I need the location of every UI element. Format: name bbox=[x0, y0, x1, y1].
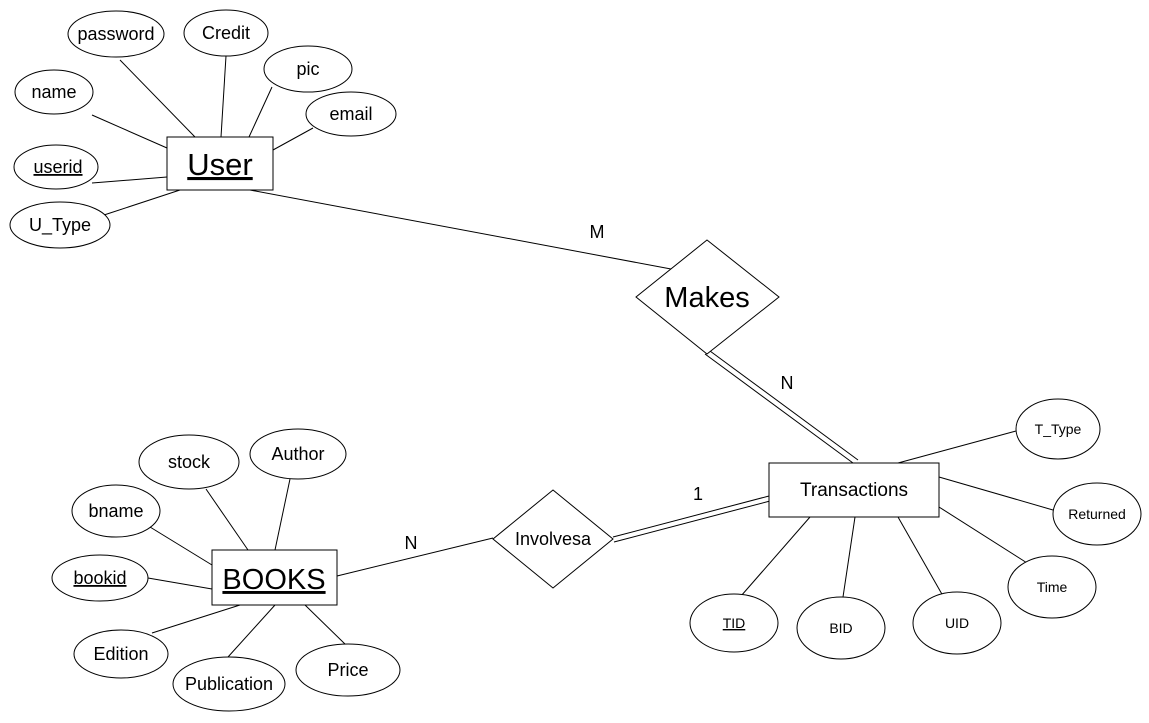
attribute-returned[interactable]: Returned bbox=[1052, 482, 1142, 546]
attribute-email-label: email bbox=[329, 104, 372, 124]
relationship-connectors bbox=[249, 189, 859, 577]
entity-books[interactable]: BOOKS bbox=[211, 549, 338, 606]
user-attribute-connectors bbox=[91, 55, 314, 216]
attribute-returned-label: Returned bbox=[1068, 506, 1126, 522]
attribute-credit[interactable]: Credit bbox=[183, 9, 269, 57]
cardinality-involvesa-transactions: 1 bbox=[693, 484, 703, 504]
attribute-u-type[interactable]: U_Type bbox=[9, 201, 111, 249]
attribute-price[interactable]: Price bbox=[295, 643, 401, 697]
entity-transactions-label: Transactions bbox=[800, 480, 908, 501]
attribute-password-label: password bbox=[77, 24, 154, 44]
attribute-price-label: Price bbox=[327, 660, 368, 680]
attribute-author[interactable]: Author bbox=[249, 428, 347, 480]
attribute-edition-label: Edition bbox=[93, 644, 148, 664]
attribute-tid[interactable]: TID bbox=[689, 593, 779, 653]
attribute-bid-label: BID bbox=[829, 620, 852, 636]
attribute-pic-label: pic bbox=[296, 59, 319, 79]
attribute-author-label: Author bbox=[271, 444, 324, 464]
attribute-bookid-label: bookid bbox=[73, 568, 126, 588]
entity-transactions[interactable]: Transactions bbox=[768, 462, 940, 518]
attribute-tid-label: TID bbox=[723, 615, 746, 631]
attribute-publication-label: Publication bbox=[185, 674, 273, 694]
books-attribute-connectors bbox=[147, 478, 347, 658]
relationship-involvesa[interactable]: Involvesa bbox=[492, 489, 614, 589]
relationship-involvesa-label: Involvesa bbox=[515, 529, 592, 549]
attribute-uid-label: UID bbox=[945, 615, 969, 631]
attribute-bname[interactable]: bname bbox=[71, 484, 161, 538]
attribute-time-label: Time bbox=[1037, 579, 1068, 595]
attribute-u-type-label: U_Type bbox=[29, 215, 91, 236]
cardinality-user-makes: M bbox=[590, 222, 605, 242]
attribute-bookid[interactable]: bookid bbox=[51, 554, 149, 602]
attribute-credit-label: Credit bbox=[202, 23, 250, 43]
attribute-userid[interactable]: userid bbox=[13, 144, 99, 190]
relationship-makes-label: Makes bbox=[664, 282, 749, 314]
entity-books-label: BOOKS bbox=[222, 564, 325, 596]
attribute-stock[interactable]: stock bbox=[138, 434, 240, 490]
relationship-makes[interactable]: Makes bbox=[635, 239, 780, 355]
attribute-bname-label: bname bbox=[88, 501, 143, 521]
entity-user[interactable]: User bbox=[166, 136, 274, 191]
attribute-bid[interactable]: BID bbox=[796, 596, 886, 660]
attribute-t-type-label: T_Type bbox=[1035, 421, 1082, 437]
attribute-stock-label: stock bbox=[168, 452, 211, 472]
attribute-name[interactable]: name bbox=[14, 69, 94, 115]
entity-user-label: User bbox=[187, 147, 252, 182]
attribute-time[interactable]: Time bbox=[1007, 555, 1097, 619]
attribute-userid-label: userid bbox=[33, 157, 82, 177]
attribute-edition[interactable]: Edition bbox=[73, 629, 169, 679]
attribute-name-label: name bbox=[31, 82, 76, 102]
cardinality-books-involvesa: N bbox=[405, 533, 418, 553]
attribute-t-type[interactable]: T_Type bbox=[1015, 398, 1101, 460]
attribute-pic[interactable]: pic bbox=[263, 45, 353, 93]
attribute-uid[interactable]: UID bbox=[912, 591, 1002, 655]
cardinality-makes-transactions: N bbox=[781, 373, 794, 393]
attribute-publication[interactable]: Publication bbox=[172, 656, 286, 712]
attribute-password[interactable]: password bbox=[67, 10, 165, 58]
transactions-attribute-connectors bbox=[740, 430, 1054, 598]
attribute-email[interactable]: email bbox=[305, 91, 397, 137]
